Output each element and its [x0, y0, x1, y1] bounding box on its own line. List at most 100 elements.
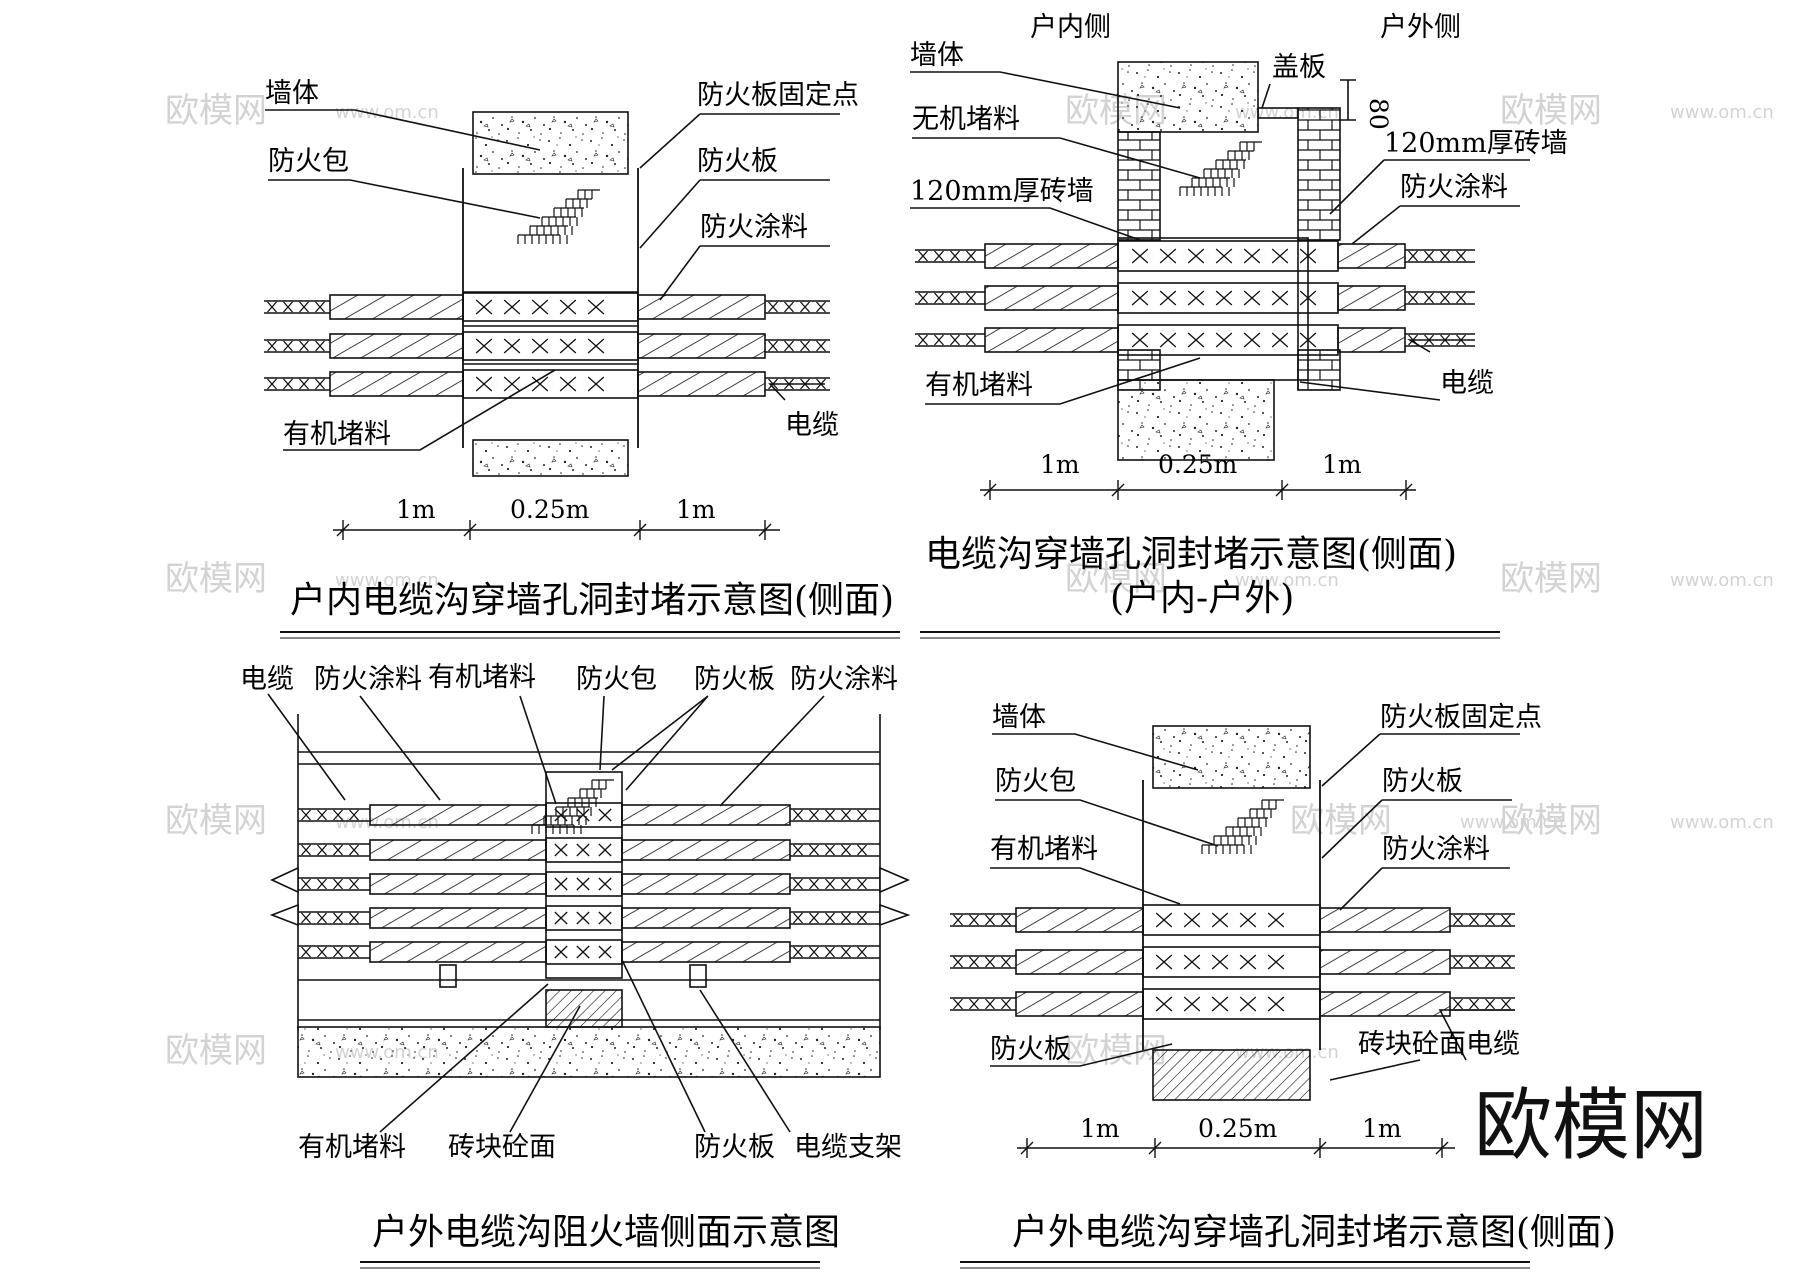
seal-cross — [598, 843, 612, 857]
leader-board-fix — [1321, 733, 1520, 787]
organic-seal — [462, 292, 639, 322]
br-label-organic: 有机堵料 — [990, 834, 1098, 865]
seal-cross — [1239, 996, 1257, 1012]
cable-left — [950, 955, 1016, 969]
cable-mark — [800, 340, 810, 352]
watermark-url: www.om.cn — [1670, 102, 1774, 123]
cable-mark — [825, 878, 835, 890]
tl-label-organic: 有机堵料 — [283, 419, 391, 450]
bl-label-board-top: 防火板 — [694, 664, 775, 695]
seal-cross — [1155, 912, 1173, 928]
bl-label-coating-2: 防火涂料 — [790, 664, 898, 695]
bl-title: 户外电缆沟阻火墙侧面示意图 — [372, 1212, 840, 1253]
cable-mark — [1456, 292, 1466, 304]
watermark-brand: 欧模网 — [1290, 801, 1392, 841]
cable-mark — [768, 340, 778, 352]
concrete-base — [297, 1026, 881, 1078]
leader-firebag — [995, 799, 1219, 847]
cable-mark — [841, 878, 851, 890]
fire-coating-right — [1319, 991, 1451, 1017]
cable-mark — [333, 946, 343, 958]
leader-cable — [1299, 381, 1441, 401]
tr-subtitle: (户内-户外) — [1110, 578, 1294, 619]
cable-mark — [317, 844, 327, 856]
seal-cross — [1131, 248, 1149, 264]
fire-coating-right — [1337, 327, 1406, 353]
tr-label-brick-left: 120mm厚砖墙 — [910, 176, 1094, 207]
cable-mark — [1408, 250, 1418, 262]
tr-label-cable: 电缆 — [1440, 368, 1494, 399]
br-label-board-fix: 防火板固定点 — [1380, 702, 1542, 733]
seal-cross — [554, 843, 568, 857]
cable-mark — [857, 878, 867, 890]
leader-cable — [768, 383, 825, 401]
br-dim-1: 1m — [1080, 1114, 1120, 1143]
brick-wall-right — [1297, 107, 1341, 241]
fire-coating-left — [984, 243, 1119, 269]
cable-mark — [301, 844, 311, 856]
cable-right — [1405, 249, 1475, 263]
dimension-tick — [633, 520, 647, 540]
br-label-firebag: 防火包 — [995, 766, 1076, 797]
tl-title: 户内电缆沟穿墙孔洞封堵示意图(侧面) — [290, 580, 894, 621]
seal-cross — [1267, 912, 1285, 928]
seal-cross — [1243, 290, 1261, 306]
fire-coating-left — [329, 294, 464, 320]
tr-label-inorganic: 无机堵料 — [912, 104, 1020, 135]
leader-board-top — [611, 695, 709, 791]
cable-right — [1405, 291, 1475, 305]
fire-coating-left — [369, 907, 547, 929]
cable-mark — [317, 946, 327, 958]
cable-mark — [267, 340, 277, 352]
seal-cross — [1155, 954, 1173, 970]
cable-mark — [1440, 292, 1450, 304]
fire-coating-right — [621, 873, 791, 895]
cable-mark — [841, 946, 851, 958]
cable-mark — [299, 340, 309, 352]
cable-mark — [299, 378, 309, 390]
cable-mark — [793, 878, 803, 890]
seal-cross — [598, 808, 612, 822]
leader-cover — [1261, 83, 1271, 109]
fire-coating-left — [369, 804, 547, 826]
cable-mark — [315, 301, 325, 313]
cable-mark — [934, 250, 944, 262]
seal-cross — [1159, 248, 1177, 264]
cable-mark — [1001, 998, 1011, 1010]
seal-cross — [576, 945, 590, 959]
leader-support — [699, 989, 791, 1133]
br-label-cable: 电缆 — [1466, 1029, 1520, 1060]
seal-cross — [1159, 290, 1177, 306]
fire-coating-right — [637, 333, 766, 359]
cable-mark — [1424, 292, 1434, 304]
cable-mark — [809, 912, 819, 924]
cable-mark — [1485, 914, 1495, 926]
cable-mark — [317, 878, 327, 890]
panel-outdoor-firewall — [267, 693, 911, 1269]
organic-seal — [545, 837, 623, 863]
tr-label-cover-dim: 80 — [1364, 98, 1393, 130]
fire-coating-right — [621, 839, 791, 861]
tl-dim-1: 1m — [396, 495, 436, 524]
dimension-tick — [1435, 1138, 1449, 1158]
brick-wall-left — [1117, 131, 1161, 241]
cable-mark — [1453, 998, 1463, 1010]
leader-wall — [265, 109, 541, 151]
seal-cross — [598, 877, 612, 891]
leader-board-fix — [639, 113, 840, 169]
cable-mark — [1001, 956, 1011, 968]
seal-cross — [1215, 332, 1233, 348]
brick-top — [545, 989, 623, 1028]
cable-mark — [1469, 914, 1479, 926]
watermark-url: www.om.cn — [335, 570, 439, 591]
seal-cross — [1183, 954, 1201, 970]
fire-coating-left — [1015, 907, 1144, 933]
fire-coating-right — [621, 804, 791, 826]
bl-label-firebag: 防火包 — [576, 664, 657, 695]
seal-cross — [531, 376, 549, 392]
cable-mark — [1501, 914, 1511, 926]
cable-mark — [825, 946, 835, 958]
cable-left — [264, 300, 330, 314]
firebag-symbol — [1201, 799, 1284, 854]
